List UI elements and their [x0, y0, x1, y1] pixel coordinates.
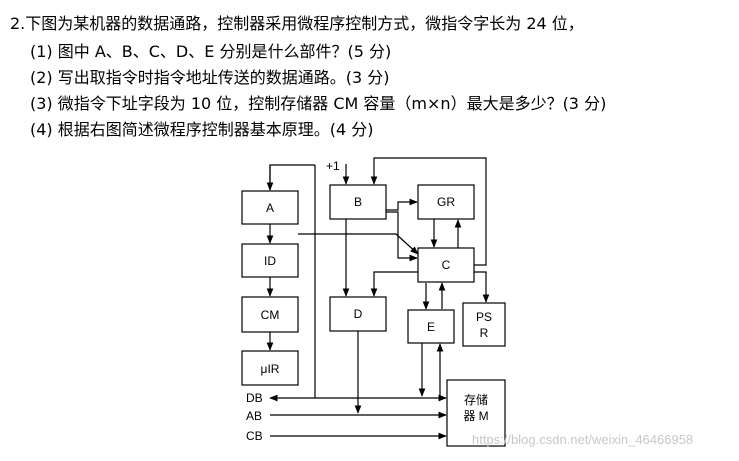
- question-item-4: (4) 根据右图简述微程序控制器基本原理。(4 分): [30, 120, 374, 139]
- box-gr-label: GR: [437, 195, 455, 209]
- arrow-b-c: [386, 211, 418, 262]
- box-memory-label-2: 器 M: [463, 409, 488, 423]
- box-a-label: A: [266, 201, 274, 215]
- bus-cb-label: CB: [246, 429, 263, 443]
- box-psr-label-2: R: [480, 326, 489, 340]
- box-e: E: [407, 309, 455, 344]
- box-memory: 存储 器 M: [446, 379, 506, 447]
- box-c: C: [417, 247, 475, 283]
- arrow-c-d: [370, 271, 418, 297]
- arrow-b-gr: [386, 198, 418, 211]
- watermark: https://blog.csdn.net/weixin_46466958: [472, 432, 693, 447]
- question-item-3: (3) 微指令下址字段为 10 位，控制存储器 CM 容量（m×n）最大是多少？…: [30, 94, 607, 113]
- line-a-to-c: [298, 233, 419, 255]
- line-c-to-b: [370, 157, 487, 266]
- question-item-2: (2) 写出取指令时指令地址传送的数据通路。(3 分): [30, 68, 390, 87]
- box-b: B: [329, 184, 387, 220]
- line-a-top: [269, 164, 315, 190]
- plus-one-label: +1: [326, 159, 340, 173]
- box-uir: μIR: [241, 350, 299, 386]
- question-item-1: (1) 图中 A、B、C、D、E 分别是什么部件？(5 分): [30, 42, 392, 61]
- arrow-c-psr: [474, 271, 490, 303]
- box-id-label: ID: [264, 254, 276, 268]
- box-psr: PS R: [462, 302, 506, 347]
- box-a: A: [241, 190, 299, 225]
- bus-ab-label: AB: [246, 409, 262, 423]
- box-id: ID: [241, 243, 299, 278]
- box-psr-label-1: PS: [476, 310, 492, 324]
- bus-db-label: DB: [246, 391, 263, 405]
- box-memory-label-1: 存储: [464, 392, 488, 407]
- box-b-label: B: [354, 195, 362, 209]
- box-uir-label: μIR: [261, 362, 280, 376]
- box-cm: CM: [241, 296, 299, 333]
- box-d-label: D: [354, 307, 363, 321]
- box-gr: GR: [417, 184, 475, 220]
- box-e-label: E: [427, 320, 435, 334]
- box-c-label: C: [442, 258, 451, 272]
- box-cm-label: CM: [261, 308, 280, 322]
- question-title: 2.下图为某机器的数据通路，控制器采用微程序控制方式，微指令字长为 24 位，: [10, 14, 584, 33]
- box-d: D: [329, 296, 387, 332]
